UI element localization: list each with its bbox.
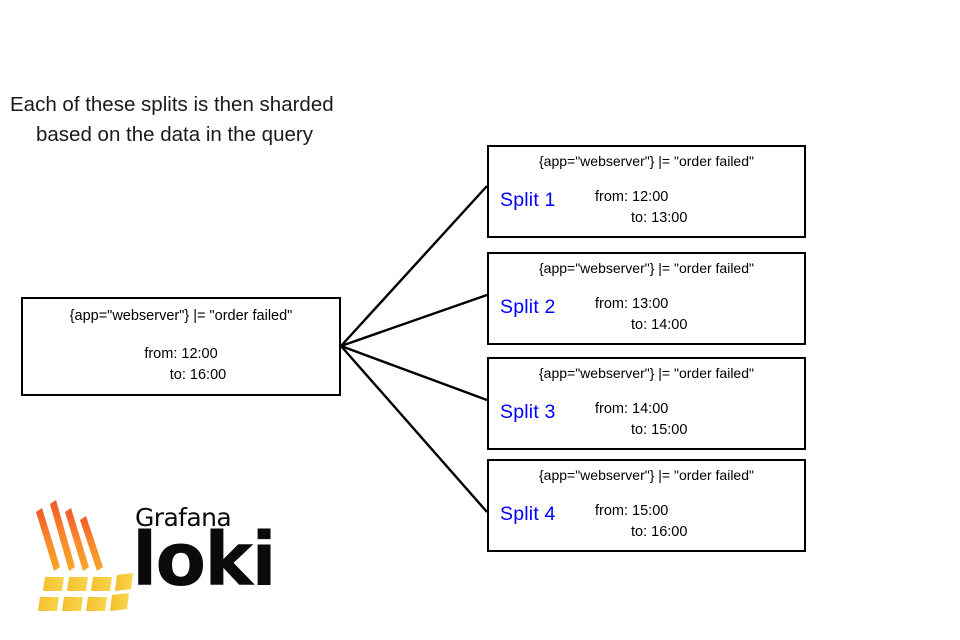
split-box-2: {app="webserver"} |= "order failed" Spli… <box>487 252 806 345</box>
diagram-heading: Each of these splits is then sharded bas… <box>8 90 428 150</box>
split-from: from: 12:00 <box>595 189 669 205</box>
split-label: Split 4 <box>500 503 556 525</box>
split-label: Split 1 <box>500 189 556 211</box>
loki-mark-bars <box>36 500 103 571</box>
connector-line-split-3 <box>340 344 488 402</box>
split-time-range: from: 13:00 to: 14:00 <box>595 294 687 336</box>
split-box-3: {app="webserver"} |= "order failed" Spli… <box>487 357 806 450</box>
split-query-expression: {app="webserver"} |= "order failed" <box>539 153 754 169</box>
split-time-range: from: 15:00 to: 16:00 <box>595 501 687 543</box>
loki-mark-base <box>38 573 133 611</box>
split-from: from: 13:00 <box>595 296 669 312</box>
split-box-1: {app="webserver"} |= "order failed" Spli… <box>487 145 806 238</box>
split-to: to: 13:00 <box>631 210 688 226</box>
original-query-to: to: 16:00 <box>169 367 227 383</box>
connector-line-split-4 <box>340 345 488 513</box>
split-to: to: 14:00 <box>631 317 688 333</box>
split-query-expression: {app="webserver"} |= "order failed" <box>539 467 754 483</box>
original-query-box: {app="webserver"} |= "order failed" from… <box>21 297 341 396</box>
split-query-expression: {app="webserver"} |= "order failed" <box>539 365 754 381</box>
original-query-expression: {app="webserver"} |= "order failed" <box>69 308 293 324</box>
split-box-4: {app="webserver"} |= "order failed" Spli… <box>487 459 806 552</box>
split-time-range: from: 14:00 to: 15:00 <box>595 399 687 441</box>
connector-line-split-1 <box>340 185 488 347</box>
original-query-from: from: 12:00 <box>144 346 218 362</box>
split-label: Split 3 <box>500 401 556 423</box>
logo-loki-text: loki <box>132 517 277 603</box>
split-query-expression: {app="webserver"} |= "order failed" <box>539 260 754 276</box>
logo-grafana-text: Grafana <box>135 503 232 532</box>
split-from: from: 14:00 <box>595 401 669 417</box>
split-to: to: 16:00 <box>631 524 688 540</box>
grafana-loki-logo: Grafana loki <box>20 495 280 620</box>
connector-line-split-2 <box>340 293 488 348</box>
split-to: to: 15:00 <box>631 422 688 438</box>
split-from: from: 15:00 <box>595 503 669 519</box>
split-time-range: from: 12:00 to: 13:00 <box>595 187 687 229</box>
heading-line-1: Each of these splits is then sharded <box>10 93 334 116</box>
heading-line-2: based on the data in the query <box>36 123 313 146</box>
loki-logo-icon <box>36 500 133 611</box>
split-label: Split 2 <box>500 296 556 318</box>
